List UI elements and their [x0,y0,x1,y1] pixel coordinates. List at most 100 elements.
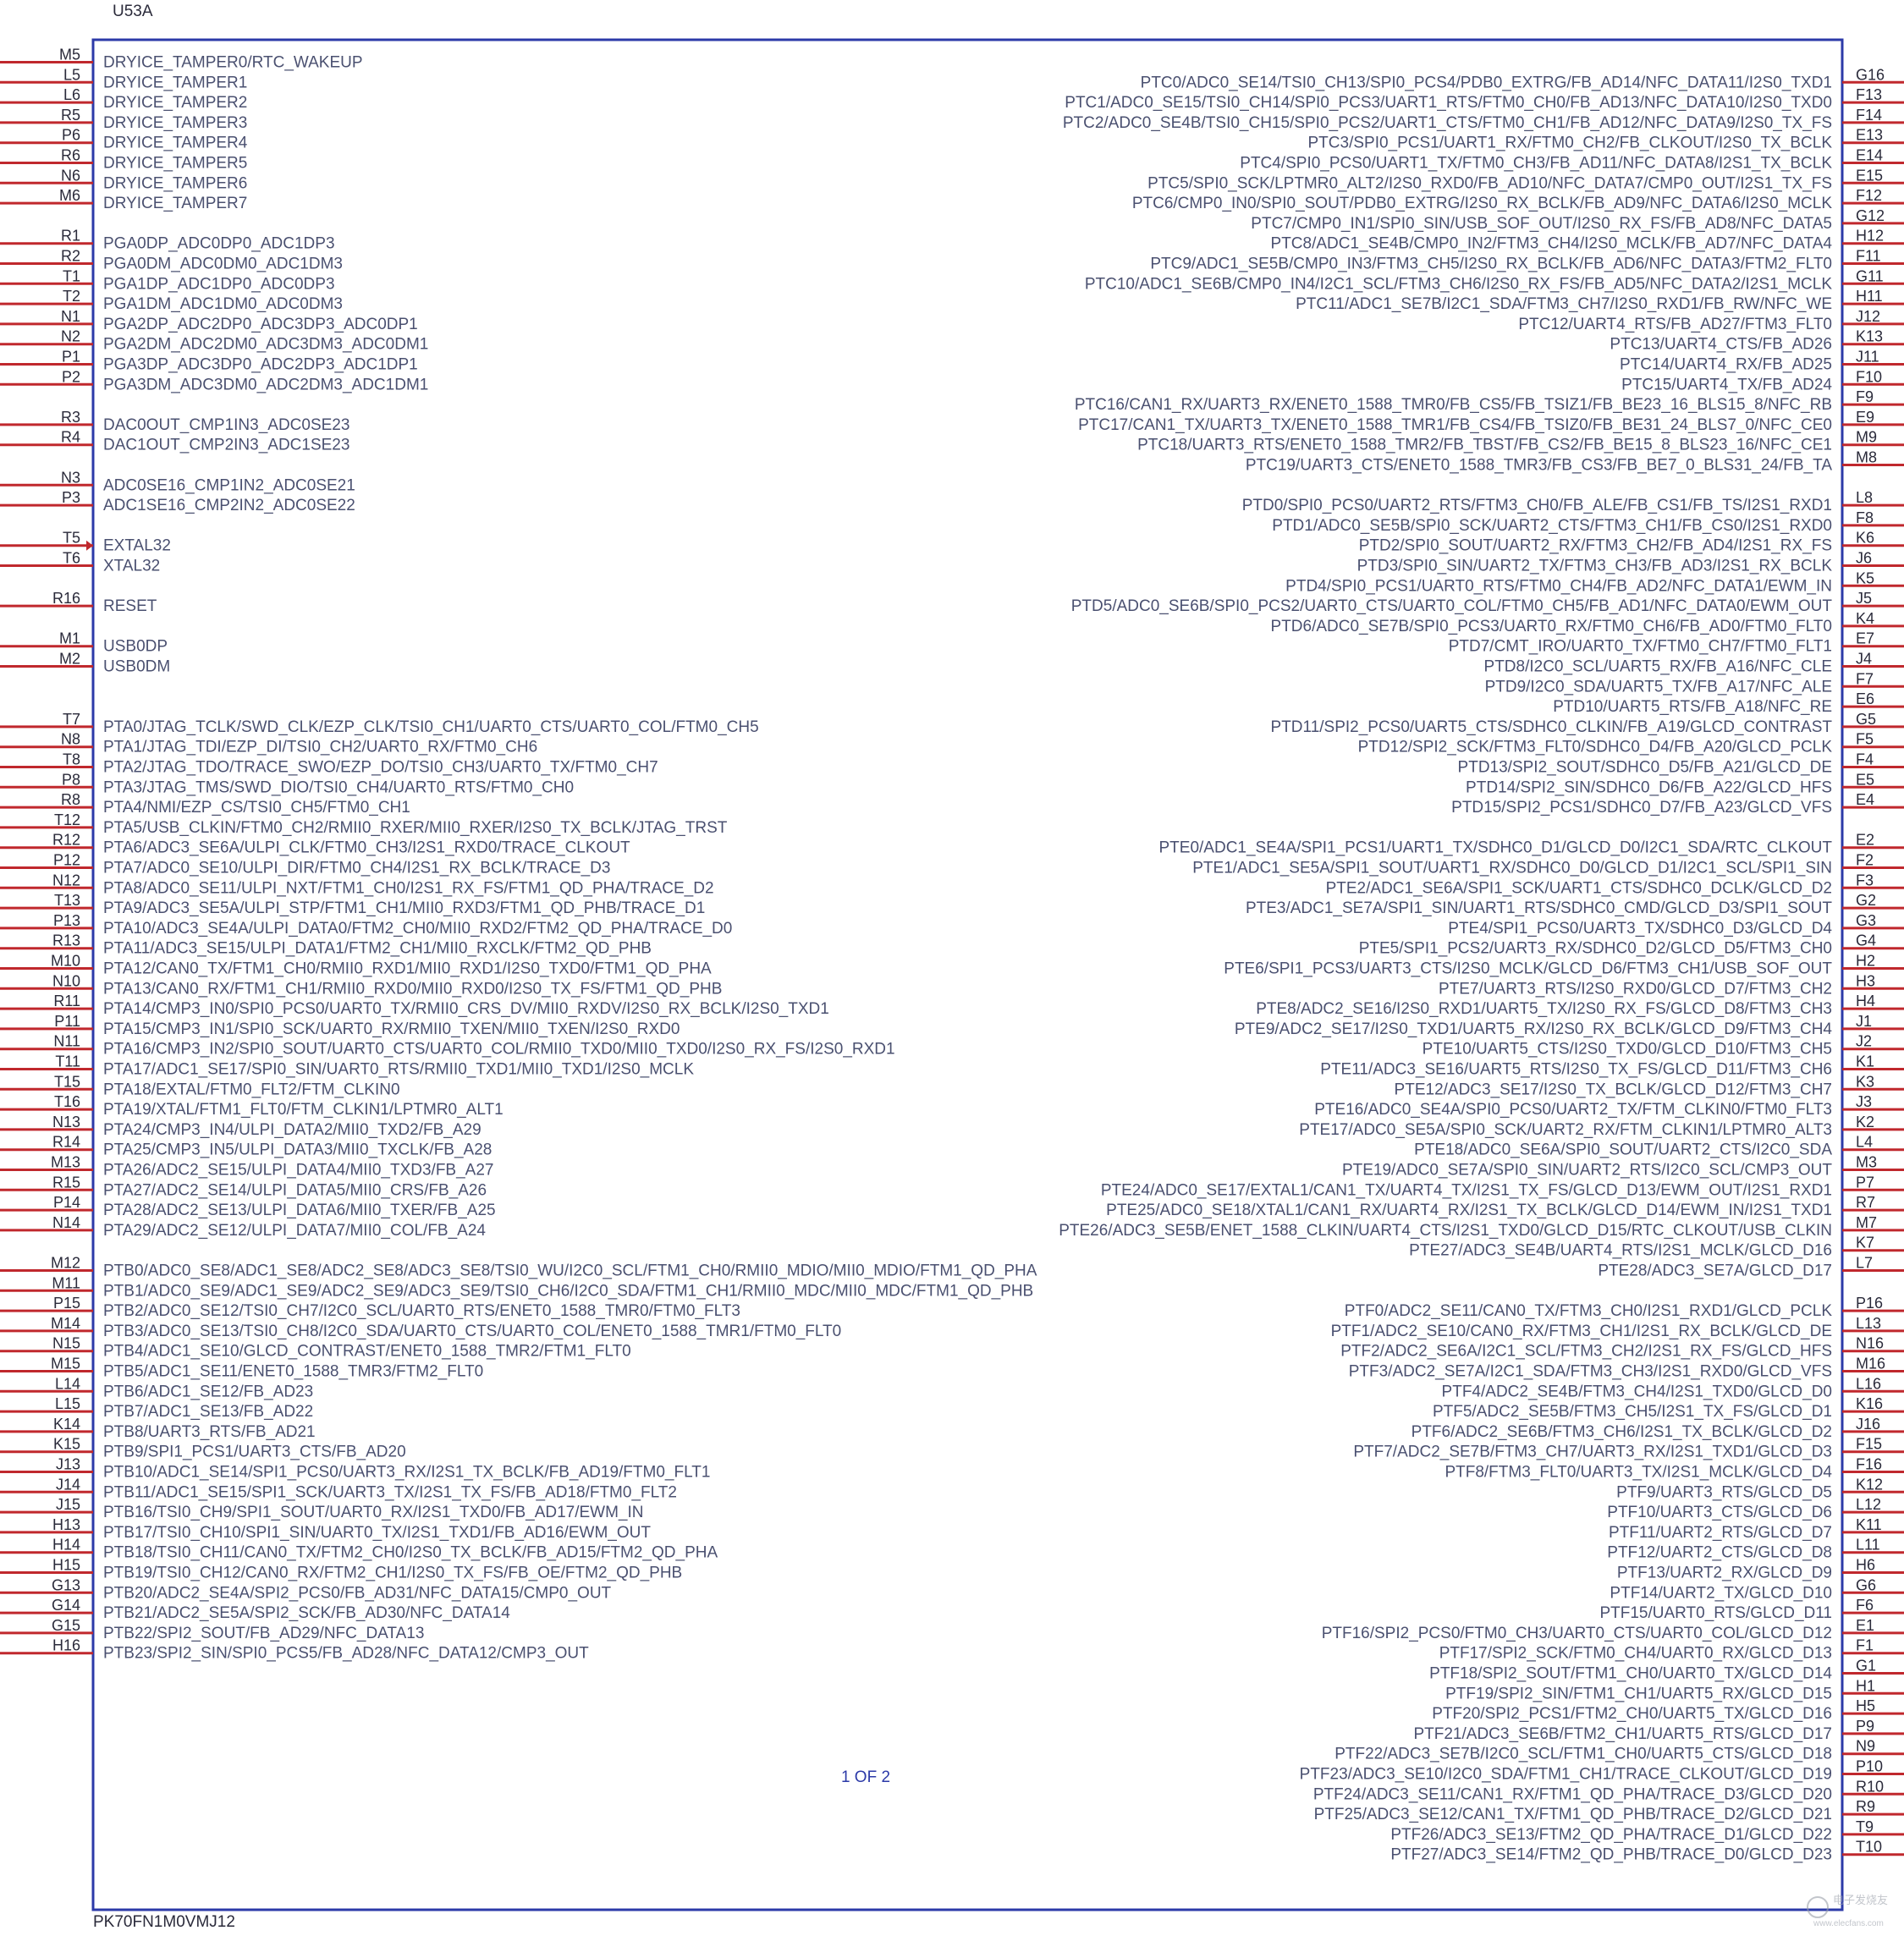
right-pin-row: J1PTE9/ADC2_SE17/I2S0_TXD1/UART5_RX/I2S0… [1235,1013,1904,1038]
pin-function-label: DRYICE_TAMPER0/RTC_WAKEUP [103,54,363,72]
pin-function-label: PGA2DM_ADC2DM0_ADC3DM3_ADC0DM1 [103,336,428,354]
pin-function-label: PTF19/SPI2_SIN/FTM1_CH1/UART5_RX/GLCD_D1… [1445,1685,1832,1702]
pin-number: T12 [54,811,80,828]
pin-number: P7 [1856,1174,1874,1191]
pin-function-label: PTE16/ADC0_SE4A/SPI0_PCS0/UART2_TX/FTM_C… [1314,1101,1832,1119]
watermark: 电子发烧友 www.elecfans.com [1807,1894,1888,1928]
pin-number: R4 [61,429,80,446]
pin-number: M11 [52,1274,80,1291]
pin-number: T6 [63,550,80,567]
pin-number: R12 [52,832,80,849]
pin-number: J4 [1856,651,1872,668]
pin-function-label: PTD5/ADC0_SE6B/SPI0_PCS2/UART0_CTS/UART0… [1071,597,1833,615]
pin-function-label: PTE8/ADC2_SE16/I2S0_RXD1/UART5_TX/I2S0_R… [1256,1000,1832,1018]
pin-function-label: PTB19/TSI0_CH12/CAN0_RX/FTM2_CH1/I2S0_TX… [103,1565,682,1582]
pin-function-label: PTD4/SPI0_PCS1/UART0_RTS/FTM0_CH4/FB_AD2… [1285,577,1832,595]
pin-function-label: PTA29/ADC2_SE12/ULPI_DATA7/MII0_COL/FB_A… [103,1222,486,1240]
pin-number: N14 [52,1214,80,1231]
pin-number: K6 [1856,530,1874,547]
pin-function-label: PTF16/SPI2_PCS0/FTM0_CH3/UART0_CTS/UART0… [1322,1625,1832,1642]
pin-number: G12 [1856,207,1885,224]
pin-number: J13 [56,1456,80,1473]
pin-number: M14 [51,1315,80,1332]
pin-number: R14 [52,1134,80,1151]
pin-function-label: PTA26/ADC2_SE15/ULPI_DATA4/MII0_TXD3/FB_… [103,1162,493,1180]
pin-function-label: DRYICE_TAMPER6 [103,174,247,192]
pin-function-label: DRYICE_TAMPER4 [103,135,248,152]
pin-number: G16 [1856,66,1885,83]
pin-function-label: PTE24/ADC0_SE17/EXTAL1/CAN1_TX/UART4_TX/… [1101,1181,1832,1199]
right-pin-row: K6PTD2/SPI0_SOUT/UART2_RX/FTM3_CH2/FB_AD… [1359,530,1904,555]
pin-number: T13 [54,892,80,909]
right-pin-row: F4PTD13/SPI2_SOUT/SDHC0_D5/FB_A21/GLCD_D… [1458,751,1904,777]
right-pin-row: M16PTF3/ADC2_SE7A/I2C1_SDA/FTM3_CH3/I2S1… [1349,1356,1904,1381]
pin-function-label: PTA7/ADC0_SE10/ULPI_DIR/FTM0_CH4/I2S1_RX… [103,860,610,877]
pin-number: L13 [1856,1315,1881,1332]
pin-number: K4 [1856,610,1874,627]
pin-number: F14 [1856,107,1882,124]
pin-number: N13 [52,1114,80,1130]
pin-function-label: PTE27/ADC3_SE4B/UART4_RTS/I2S1_MCLK/GLCD… [1409,1242,1832,1260]
pin-function-label: PTB21/ADC2_SE5A/SPI2_SCK/FB_AD30/NFC_DAT… [103,1604,510,1622]
pin-number: E1 [1856,1617,1874,1634]
pin-function-label: PTD10/UART5_RTS/FB_A18/NFC_RE [1553,698,1832,716]
pin-number: P16 [1856,1295,1883,1312]
pin-number: M15 [51,1356,80,1372]
pin-function-label: PTA12/CAN0_TX/FTM1_CH0/RMII0_RXD1/MII0_R… [103,960,712,978]
pin-number: R7 [1856,1194,1875,1211]
pin-function-label: PTB10/ADC1_SE14/SPI1_PCS0/UART3_RX/I2S1_… [103,1464,710,1482]
pin-number: R13 [52,932,80,949]
pin-number: N16 [1856,1335,1884,1352]
right-pin-row: F11PTC9/ADC1_SE5B/CMP0_IN3/FTM3_CH5/I2S0… [1150,248,1904,273]
pin-function-label: PTF0/ADC2_SE11/CAN0_TX/FTM3_CH0/I2S1_RXD… [1345,1302,1833,1320]
part-number: PK70FN1M0VMJ12 [93,1913,235,1931]
pin-function-label: PTF4/ADC2_SE4B/FTM3_CH4/I2S1_TXD0/GLCD_D… [1442,1383,1832,1400]
pin-function-label: PTE2/ADC1_SE6A/SPI1_SCK/UART1_CTS/SDHC0_… [1326,879,1832,897]
pin-number: K15 [53,1436,80,1453]
pin-number: F12 [1856,187,1882,204]
left-pin-row: N2 PGA2DM_ADC2DM0_ADC3DM3_ADC0DM1 [0,328,428,354]
component-body-outline [91,38,1844,1911]
pin-function-label: PTA24/CMP3_IN4/ULPI_DATA2/MII0_TXD2/FB_A… [103,1121,482,1139]
pin-function-label: PTB20/ADC2_SE4A/SPI2_PCS0/FB_AD31/NFC_DA… [103,1584,612,1602]
right-pin-row: J16PTF6/ADC2_SE6B/FTM3_CH6/I2S1_TX_BCLK/… [1411,1416,1904,1441]
pin-number: M1 [59,630,80,647]
pin-function-label: PTD13/SPI2_SOUT/SDHC0_D5/FB_A21/GLCD_DE [1458,759,1832,777]
pin-number: H1 [1856,1677,1875,1694]
pin-number: K11 [1856,1516,1882,1533]
pin-function-label: PTC15/UART4_TX/FB_AD24 [1621,376,1832,393]
right-pin-row: F12PTC6/CMP0_IN0/SPI0_SOUT/PDB0_EXTRG/I2… [1132,187,1904,212]
pin-function-label: PTC3/SPI0_PCS1/UART1_RX/FTM0_CH2/FB_CLKO… [1308,135,1833,152]
pin-number: F11 [1856,248,1881,265]
right-pin-row: J2PTE10/UART5_CTS/I2S0_TXD0/GLCD_D10/FTM… [1422,1033,1904,1059]
pin-number: N2 [61,328,80,345]
pin-function-label: PTE5/SPI1_PCS2/UART3_RX/SDHC0_D2/GLCD_D5… [1359,940,1832,958]
watermark-url: www.elecfans.com [1813,1919,1884,1928]
pin-number: R1 [61,228,80,245]
pin-function-label: PTF3/ADC2_SE7A/I2C1_SDA/FTM3_CH3/I2S1_RX… [1349,1363,1832,1381]
pin-number: L5 [63,66,80,83]
pin-function-label: PTF22/ADC3_SE7B/I2C0_SCL/FTM1_CH0/UART5_… [1334,1746,1832,1763]
pin-function-label: PTB16/TSI0_CH9/SPI1_SOUT/UART0_RX/I2S1_T… [103,1504,644,1521]
pin-function-label: USB0DM [103,658,170,676]
right-pin-row: G2PTE3/ADC1_SE7A/SPI1_SIN/UART1_RTS/SDHC… [1246,892,1904,917]
pin-number: K16 [1856,1395,1883,1412]
